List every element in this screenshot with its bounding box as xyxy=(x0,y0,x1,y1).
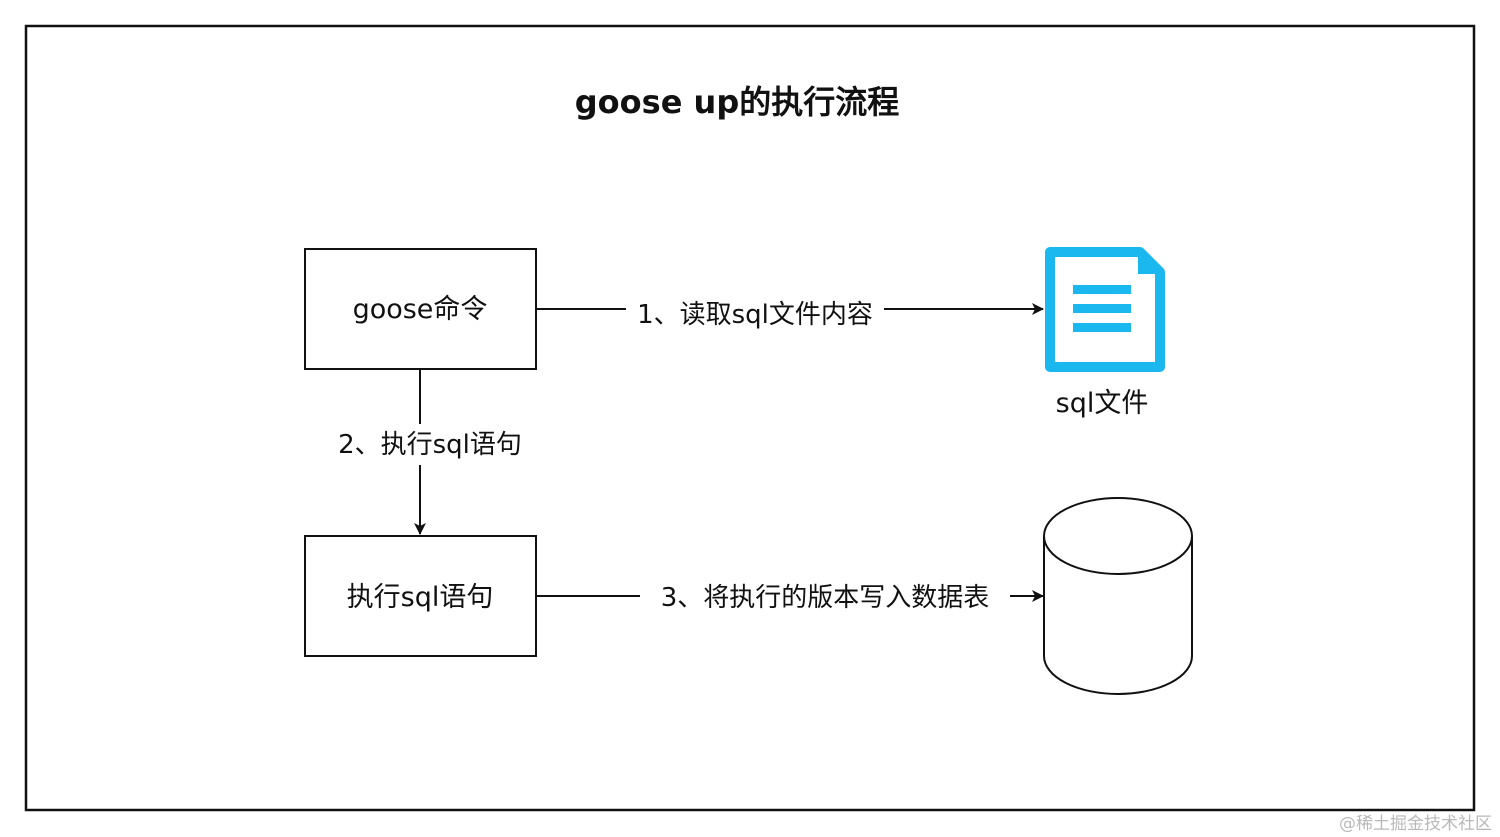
node-sql-file-label: sql文件 xyxy=(1056,388,1149,419)
node-sql-file[interactable]: sql文件 xyxy=(1045,247,1165,419)
watermark: @稀土掘金技术社区 xyxy=(1339,814,1492,834)
edge-execute-sql: 2、执行sql语句 xyxy=(338,369,522,535)
edge-write-version-label: 3、将执行的版本写入数据表 xyxy=(661,583,990,613)
edge-read-sql-file-label: 1、读取sql文件内容 xyxy=(637,300,873,330)
document-icon xyxy=(1045,247,1165,372)
diagram-title: goose up的执行流程 xyxy=(575,83,899,121)
node-database[interactable] xyxy=(1043,497,1193,695)
node-goose-command[interactable]: goose命令 xyxy=(304,248,537,370)
edge-write-version: 3、将执行的版本写入数据表 xyxy=(536,583,1044,613)
edge-execute-sql-label: 2、执行sql语句 xyxy=(338,430,522,460)
node-goose-command-label: goose命令 xyxy=(353,294,488,325)
diagram-frame xyxy=(24,24,1476,812)
edge-read-sql-file: 1、读取sql文件内容 xyxy=(536,300,1044,330)
node-execute-sql[interactable]: 执行sql语句 xyxy=(304,535,537,657)
node-execute-sql-label: 执行sql语句 xyxy=(347,582,494,613)
database-cylinder-icon xyxy=(1043,497,1193,695)
